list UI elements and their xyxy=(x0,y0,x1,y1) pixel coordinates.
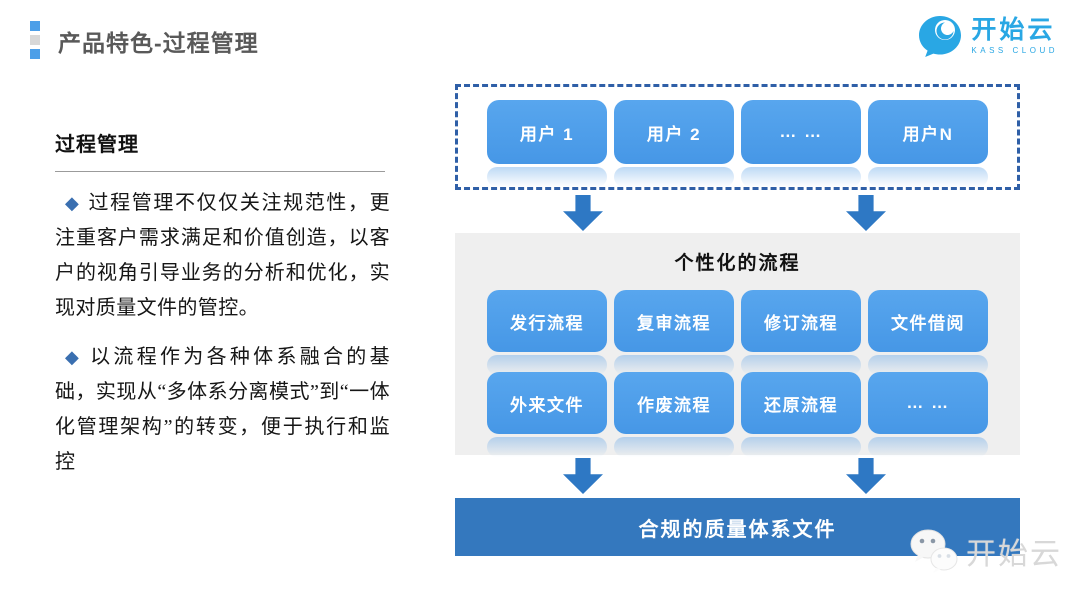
flow-node: 文件借阅 xyxy=(868,290,988,375)
down-arrow-icon xyxy=(846,195,886,231)
panel-title: 个性化的流程 xyxy=(674,253,801,274)
marker-square-icon xyxy=(30,35,40,45)
user-node: 用户 2 xyxy=(614,100,734,187)
users-group-box: 用户 1 用户 2 … … 用户N xyxy=(455,84,1020,190)
bullet-paragraph: ◆以流程作为各种体系融合的基础，实现从“多体系分离模式”到“一体化管理架构”的转… xyxy=(55,340,390,480)
bullet-text: 过程管理不仅仅关注规范性，更注重客户需求满足和价值创造，以客户的视角引导业务的分… xyxy=(55,192,390,319)
bullet-text: 以流程作为各种体系融合的基础，实现从“多体系分离模式”到“一体化管理架构”的转变… xyxy=(55,346,390,473)
logo-subname: KASS CLOUD xyxy=(971,46,1058,56)
flow-node: 发行流程 xyxy=(487,290,607,375)
flow-node: … … xyxy=(868,372,988,457)
text-column: 过程管理 ◆过程管理不仅仅关注规范性，更注重客户需求满足和价值创造，以客户的视角… xyxy=(55,128,390,480)
diamond-bullet-icon: ◆ xyxy=(65,193,81,213)
section-subtitle: 过程管理 xyxy=(55,134,139,156)
flow-row: 发行流程 复审流程 修订流程 文件借阅 xyxy=(455,290,1020,375)
user-node: … … xyxy=(741,100,861,187)
logo-name: 开始云 xyxy=(971,15,1056,44)
process-panel: 个性化的流程 发行流程 复审流程 修订流程 文件借阅 外来文件 作废流程 还原流… xyxy=(455,233,1020,457)
flow-node: 复审流程 xyxy=(614,290,734,375)
marker-square-icon xyxy=(30,21,40,31)
marker-square-icon xyxy=(30,49,40,59)
flow-node: 外来文件 xyxy=(487,372,607,457)
flow-row: 外来文件 作废流程 还原流程 … … xyxy=(455,372,1020,457)
result-banner-text: 合规的质量体系文件 xyxy=(638,518,837,541)
title-marker-icon xyxy=(30,21,41,59)
bullet-paragraph: ◆过程管理不仅仅关注规范性，更注重客户需求满足和价值创造，以客户的视角引导业务的… xyxy=(55,186,390,326)
flow-node: 作废流程 xyxy=(614,372,734,457)
diamond-bullet-icon: ◆ xyxy=(65,347,83,367)
result-banner: 合规的质量体系文件 xyxy=(455,498,1020,556)
down-arrow-icon xyxy=(563,458,603,494)
flow-node: 还原流程 xyxy=(741,372,861,457)
flow-node: 修订流程 xyxy=(741,290,861,375)
down-arrow-icon xyxy=(846,458,886,494)
subtitle-divider xyxy=(55,171,385,172)
down-arrow-icon xyxy=(563,195,603,231)
kass-cloud-logo-icon xyxy=(919,16,962,57)
brand-logo: 开始云 KASS CLOUD xyxy=(917,14,1058,58)
page-title: 产品特色-过程管理 xyxy=(58,30,259,56)
user-node: 用户N xyxy=(868,100,988,187)
user-node: 用户 1 xyxy=(487,100,607,187)
logo-text: 开始云 KASS CLOUD xyxy=(971,15,1058,56)
